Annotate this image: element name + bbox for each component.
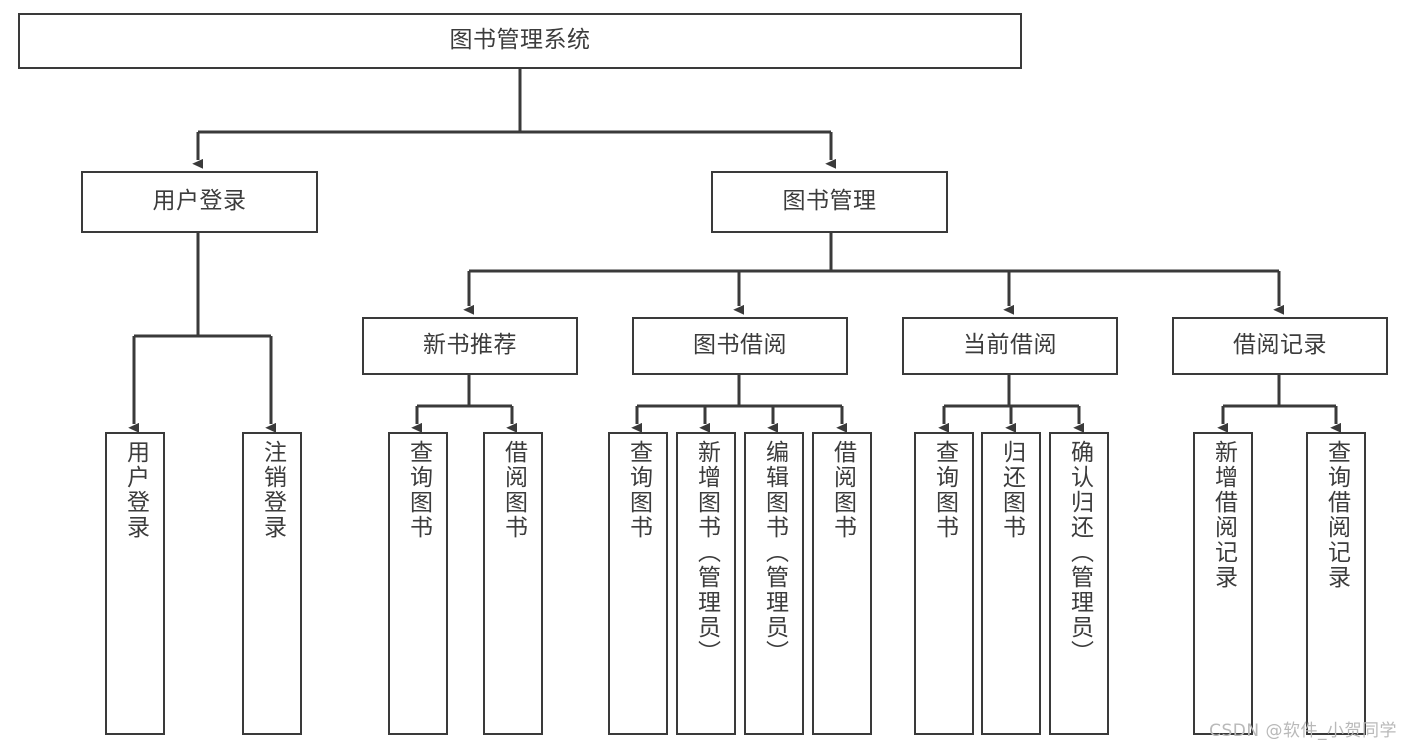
node-new-book-recommend[interactable]: 新书推荐 — [362, 317, 578, 375]
leaf-query-book-current[interactable]: 查询图书 — [914, 432, 974, 735]
node-label: 借阅图书 — [500, 440, 527, 540]
node-label: 用户登录 — [152, 188, 247, 215]
node-current-borrow[interactable]: 当前借阅 — [902, 317, 1118, 375]
node-label: 查询图书 — [625, 440, 652, 540]
node-label: 归还图书 — [998, 440, 1025, 540]
node-label: 借阅图书 — [829, 440, 856, 540]
leaf-add-borrow-record[interactable]: 新增借阅记录 — [1193, 432, 1253, 735]
leaf-confirm-return[interactable]: 确认归还（管理员） — [1049, 432, 1109, 735]
node-book-management[interactable]: 图书管理 — [711, 171, 948, 233]
node-root-book-management-system[interactable]: 图书管理系统 — [18, 13, 1022, 69]
node-book-borrow[interactable]: 图书借阅 — [632, 317, 848, 375]
leaf-user-login[interactable]: 用户登录 — [105, 432, 165, 735]
node-label: 用户登录 — [122, 440, 149, 540]
node-label: 借阅记录 — [1233, 332, 1327, 359]
node-label: 新增图书（管理员） — [693, 440, 720, 665]
node-label: 查询借阅记录 — [1323, 440, 1350, 590]
leaf-edit-book[interactable]: 编辑图书（管理员） — [744, 432, 804, 735]
watermark: CSDN @软件_小贺同学 — [1209, 721, 1397, 741]
node-label: 查询图书 — [405, 440, 432, 540]
node-label: 注销登录 — [259, 440, 286, 540]
leaf-borrow-book-recommend[interactable]: 借阅图书 — [483, 432, 543, 735]
node-label: 编辑图书（管理员） — [761, 440, 788, 665]
node-label: 确认归还（管理员） — [1066, 440, 1093, 665]
node-borrow-record[interactable]: 借阅记录 — [1172, 317, 1388, 375]
leaf-query-borrow-record[interactable]: 查询借阅记录 — [1306, 432, 1366, 735]
leaf-borrow-book[interactable]: 借阅图书 — [812, 432, 872, 735]
node-label: 图书借阅 — [693, 332, 787, 359]
node-label: 当前借阅 — [963, 332, 1057, 359]
leaf-query-book-borrow[interactable]: 查询图书 — [608, 432, 668, 735]
leaf-return-book[interactable]: 归还图书 — [981, 432, 1041, 735]
leaf-add-book[interactable]: 新增图书（管理员） — [676, 432, 736, 735]
leaf-user-logout[interactable]: 注销登录 — [242, 432, 302, 735]
node-label: 图书管理 — [782, 188, 877, 215]
node-label: 图书管理系统 — [449, 27, 591, 54]
node-label: 新增借阅记录 — [1210, 440, 1237, 590]
node-label: 新书推荐 — [423, 332, 517, 359]
node-label: 查询图书 — [931, 440, 958, 540]
leaf-query-book-recommend[interactable]: 查询图书 — [388, 432, 448, 735]
node-user-login[interactable]: 用户登录 — [81, 171, 318, 233]
